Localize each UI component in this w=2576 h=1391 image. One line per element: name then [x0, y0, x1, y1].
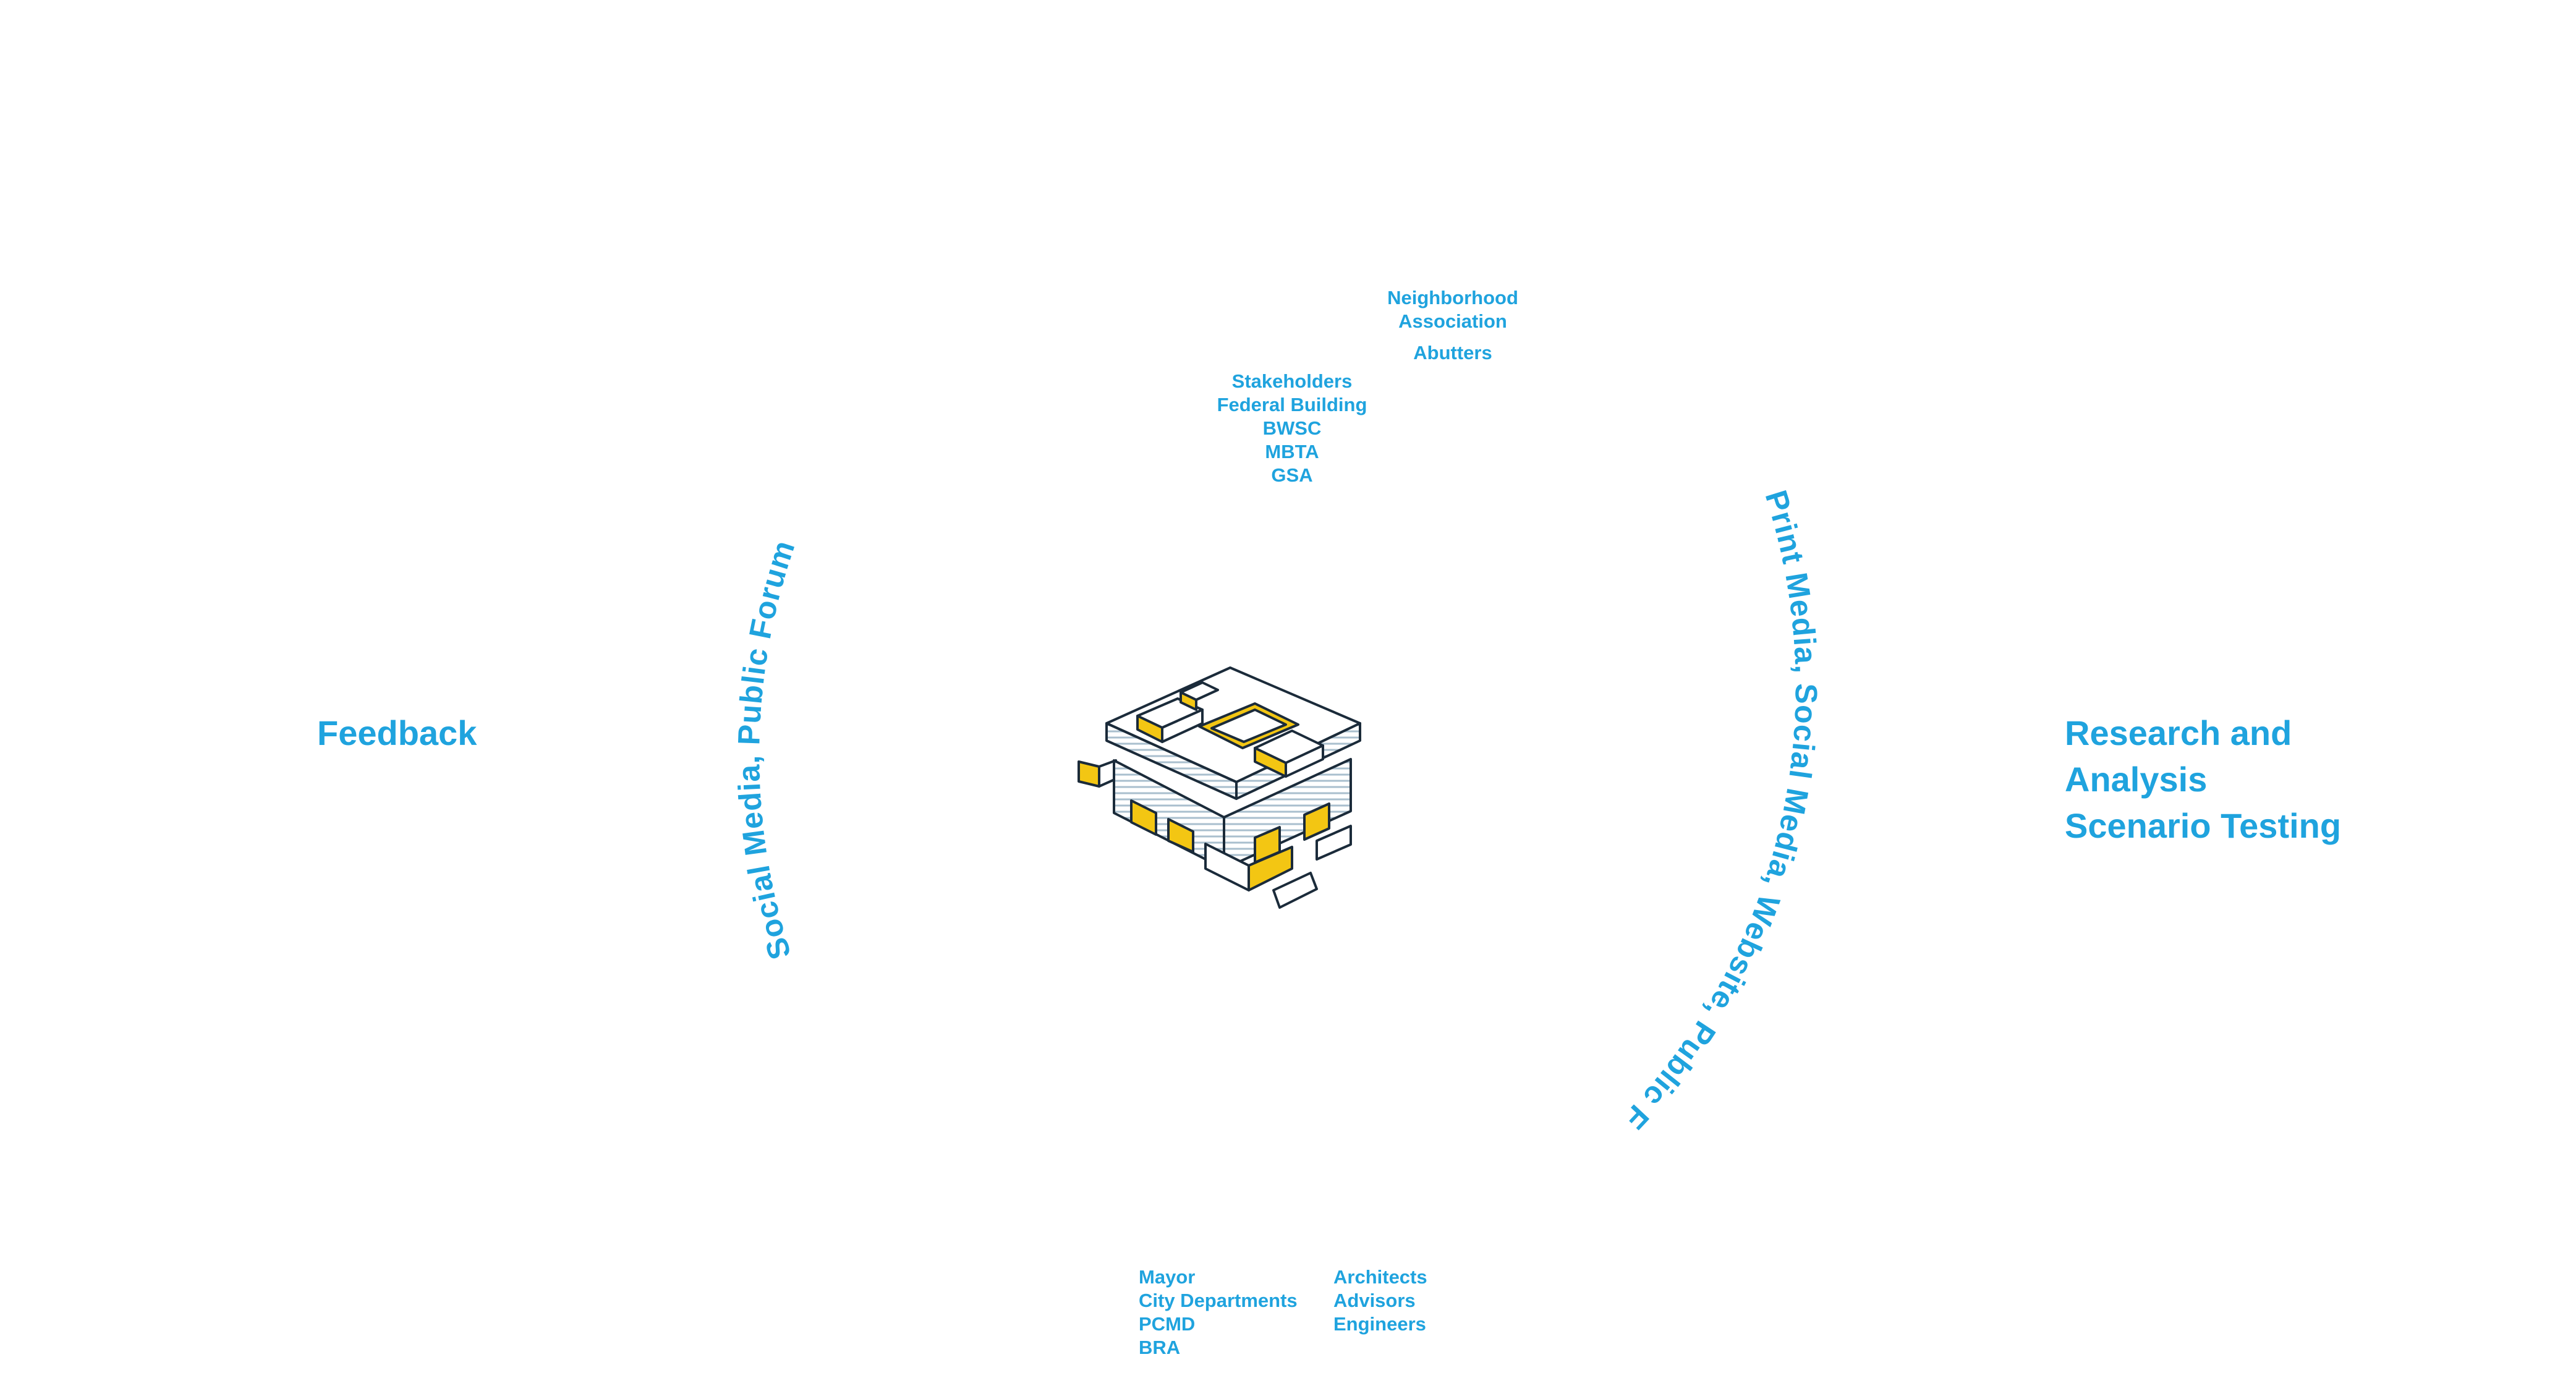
- stakeholders-list: Stakeholders Federal Building BWSC MBTA …: [1217, 370, 1367, 486]
- consultants-list: Architects Advisors Engineers: [1333, 1266, 1427, 1335]
- feedback-label: Feedback: [317, 713, 477, 752]
- city-list: Mayor City Departments PCMD BRA: [1139, 1266, 1298, 1358]
- research-label: Research and Analysis Scenario Testing: [2065, 713, 2342, 845]
- abutters-label: Abutters: [1413, 342, 1492, 364]
- arc-right-label: Print Media, Social Media, Website, Publ…: [0, 0, 1823, 1136]
- arc-left-label: Social Media, Public Forums: [0, 0, 802, 963]
- isometric-building-icon: [1078, 666, 1361, 909]
- neighborhood-label: Neighborhood Association: [1387, 287, 1518, 332]
